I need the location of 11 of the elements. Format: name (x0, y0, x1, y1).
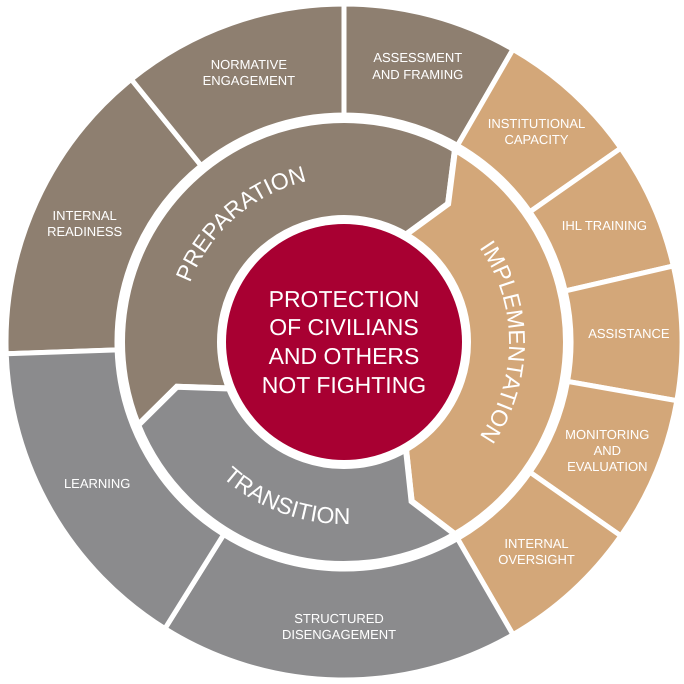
segment-label: ASSESSMENT AND FRAMING (371, 49, 464, 84)
segment-label: MONITORING AND EVALUATION (564, 426, 650, 476)
segment-label: INTERNAL OVERSIGHT (497, 534, 576, 570)
segment-label: STRUCTURED DISENGAGEMENT (280, 610, 398, 644)
segment-label: ASSISTANCE (587, 325, 671, 344)
segment-label: INSTITUTIONAL CAPACITY (486, 114, 586, 149)
segment-label: LEARNING (62, 475, 132, 494)
segment-label: NORMATIVE ENGAGEMENT (202, 56, 296, 90)
segment-label: IHL TRAINING (560, 216, 648, 235)
segment-label: INTERNAL READINESS (46, 206, 124, 241)
center-title: PROTECTION OF CIVILIANS AND OTHERS NOT FIGHTING (260, 284, 428, 400)
